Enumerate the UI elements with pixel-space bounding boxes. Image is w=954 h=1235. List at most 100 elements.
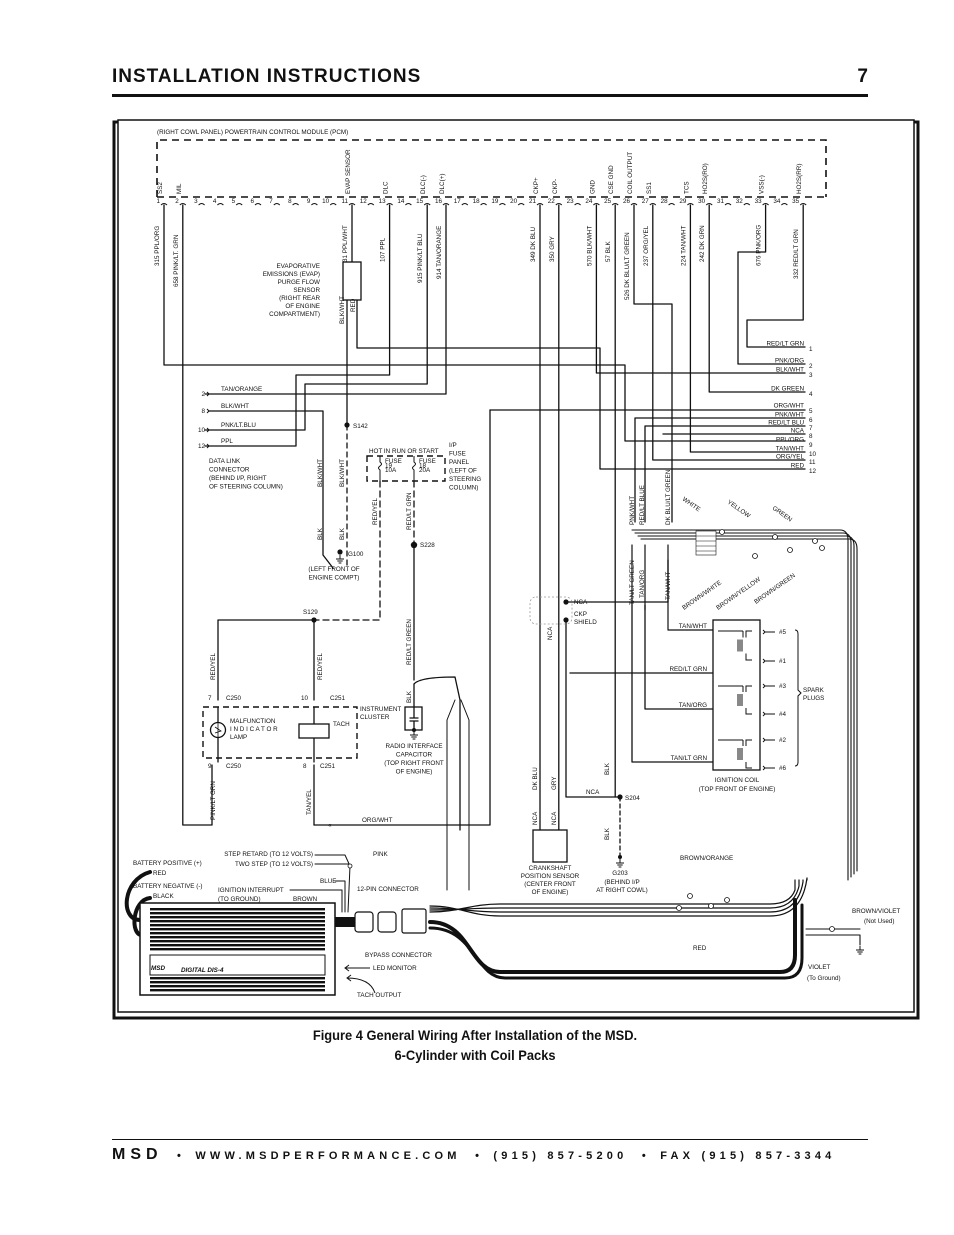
fuse-panel-caption: COLUMN) xyxy=(449,485,478,492)
step-retard-label: STEP RETARD (TO 12 VOLTS) xyxy=(224,851,313,858)
fuse-icon xyxy=(412,456,416,481)
wire-label: PINK/LT GRN xyxy=(210,781,217,820)
coil-input-label: TAN/LT GRN xyxy=(671,755,708,762)
coil-harness-wire xyxy=(640,538,858,872)
figure-caption-line1: Figure 4 General Wiring After Installati… xyxy=(312,1027,638,1043)
pcm-pin-terminal xyxy=(292,203,299,206)
tach-box xyxy=(298,723,330,739)
evap-caption: COMPARTMENT) xyxy=(269,311,320,318)
wire-label: RED xyxy=(153,870,167,877)
harness-callout-dot xyxy=(812,538,818,544)
pcm-pin-terminal xyxy=(687,203,694,206)
pcm-wire-pin-15 xyxy=(204,204,428,431)
harness-callout-dot xyxy=(719,529,725,535)
wire-label: RED/LT GRN xyxy=(406,492,413,530)
fuse-panel-outline xyxy=(366,455,446,482)
pcm-pin-terminal xyxy=(217,203,224,206)
pcm-pin-terminal xyxy=(611,203,619,206)
msd-heatsink-fin xyxy=(150,928,325,931)
ground-label: G100 xyxy=(348,551,364,558)
pcm-pin-number: 28 xyxy=(661,198,669,205)
pcm-pin-function: EVAP SENSOR xyxy=(345,149,352,194)
wire-label: BLK/WHT xyxy=(317,459,324,487)
pcm-pin-terminal xyxy=(367,203,375,206)
connector-pin-number: 5 xyxy=(809,408,813,415)
spark-plug-label: #4 xyxy=(779,711,787,718)
crankshaft-sensor-caption: POSITION SENSOR xyxy=(521,873,580,880)
pcm-pin-terminal xyxy=(311,203,318,206)
pcm-pin-function: GND xyxy=(589,180,596,194)
msd-cable-stub xyxy=(335,917,355,927)
crankshaft-sensor-box xyxy=(532,829,568,863)
ground-caption: (BEHIND I/P xyxy=(604,879,639,886)
coil-harness-wire xyxy=(631,529,849,881)
spark-plug-lead xyxy=(762,658,775,664)
lamp-label: MALFUNCTION xyxy=(230,718,276,725)
figure-caption-line2: 6-Cylinder with Coil Packs xyxy=(394,1047,556,1063)
dlc-pin-terminal xyxy=(206,443,210,449)
pcm-wire-pin-1 xyxy=(163,204,806,442)
connector-plug-a xyxy=(354,911,374,933)
connector-wire-label: TAN/WHT xyxy=(776,446,804,453)
fuse-label: 18 xyxy=(419,463,427,470)
pcm-pin-function: CKP- xyxy=(552,179,559,194)
pcm-pin-number: 5 xyxy=(232,198,236,205)
fuse-panel-caption: STEERING xyxy=(449,476,481,483)
violet-label: VIOLET xyxy=(808,964,831,971)
msd-heatsink-fin xyxy=(150,977,325,980)
pcm-pin-number: 17 xyxy=(454,198,462,205)
connector-pin-number: 10 xyxy=(809,451,817,458)
wire-brown xyxy=(289,889,343,913)
coil-transformer-icon xyxy=(718,739,752,769)
pcm-pin-terminal xyxy=(423,203,431,206)
msd-heatsink-fin xyxy=(150,932,325,935)
pcm-pin-number: 19 xyxy=(491,198,499,205)
spark-plug-lead xyxy=(762,711,775,717)
msd-heatsink-fin xyxy=(150,920,325,923)
pcm-pin-terminal xyxy=(254,203,262,206)
pcm-pin-number: 16 xyxy=(435,198,443,205)
wire-label: NCA xyxy=(532,811,539,825)
ground-caption: ENGINE COMPT) xyxy=(309,575,360,582)
wire-blue xyxy=(334,880,346,913)
pcm-outline xyxy=(156,139,827,197)
wire-capacitor xyxy=(409,683,419,731)
wire-org-wht xyxy=(313,409,491,826)
msd-heatsink-fin xyxy=(150,981,325,984)
coil-transformer-icon xyxy=(718,630,752,661)
evap-wire-label: BLK/WHT xyxy=(339,296,346,324)
splice-label: S204 xyxy=(625,795,640,802)
page-header: INSTALLATION INSTRUCTIONS 7 xyxy=(112,66,868,97)
connector-wire-label: RED xyxy=(791,463,805,470)
coil-wire-label: TAN/WHT xyxy=(665,572,672,600)
page-title: INSTALLATION INSTRUCTIONS xyxy=(112,66,422,87)
ground-icon xyxy=(616,859,624,868)
cluster-caption: CLUSTER xyxy=(360,714,390,721)
pcm-wire-pin-30 xyxy=(708,204,806,393)
pcm-wire-label: 349 DK BLU xyxy=(530,227,537,262)
msd-heatsink-fin xyxy=(150,989,325,992)
coil-wire-label: TAN/ORG xyxy=(639,570,646,598)
splice-s129 xyxy=(311,617,317,623)
cluster-caption: INSTRUMENT xyxy=(360,706,401,713)
coil-harness-wire xyxy=(634,532,852,878)
connector-pin-number: 12 xyxy=(809,468,817,475)
pcm-pin-function: COIL OUTPUT xyxy=(627,152,634,194)
pcm-pin-function: SS2 xyxy=(157,182,164,194)
pcm-pin-terminal xyxy=(555,203,563,206)
ground-caption: (LEFT FRONT OF xyxy=(308,566,359,573)
dlc-caption: (BEHIND I/P, RIGHT xyxy=(209,475,267,482)
lamp-label: LAMP xyxy=(230,734,247,741)
pcm-wire-label: 224 TAN/WHT xyxy=(680,225,687,266)
connector-pin-number: 11 xyxy=(809,459,816,466)
coil-input-label: RED/LT GRN xyxy=(669,666,707,673)
callout-dot xyxy=(724,897,730,903)
pcm-wire-label: 237 ORG/YEL xyxy=(643,225,650,266)
connector-label: C251 xyxy=(330,695,346,702)
footer-website: WWW.MSDPERFORMANCE.COM xyxy=(195,1150,461,1162)
harness-callout-dot xyxy=(752,553,758,559)
pcm-pin-terminal xyxy=(480,203,487,206)
wires xyxy=(124,204,861,980)
components xyxy=(139,139,864,996)
wire-pnk-wht xyxy=(634,417,806,523)
